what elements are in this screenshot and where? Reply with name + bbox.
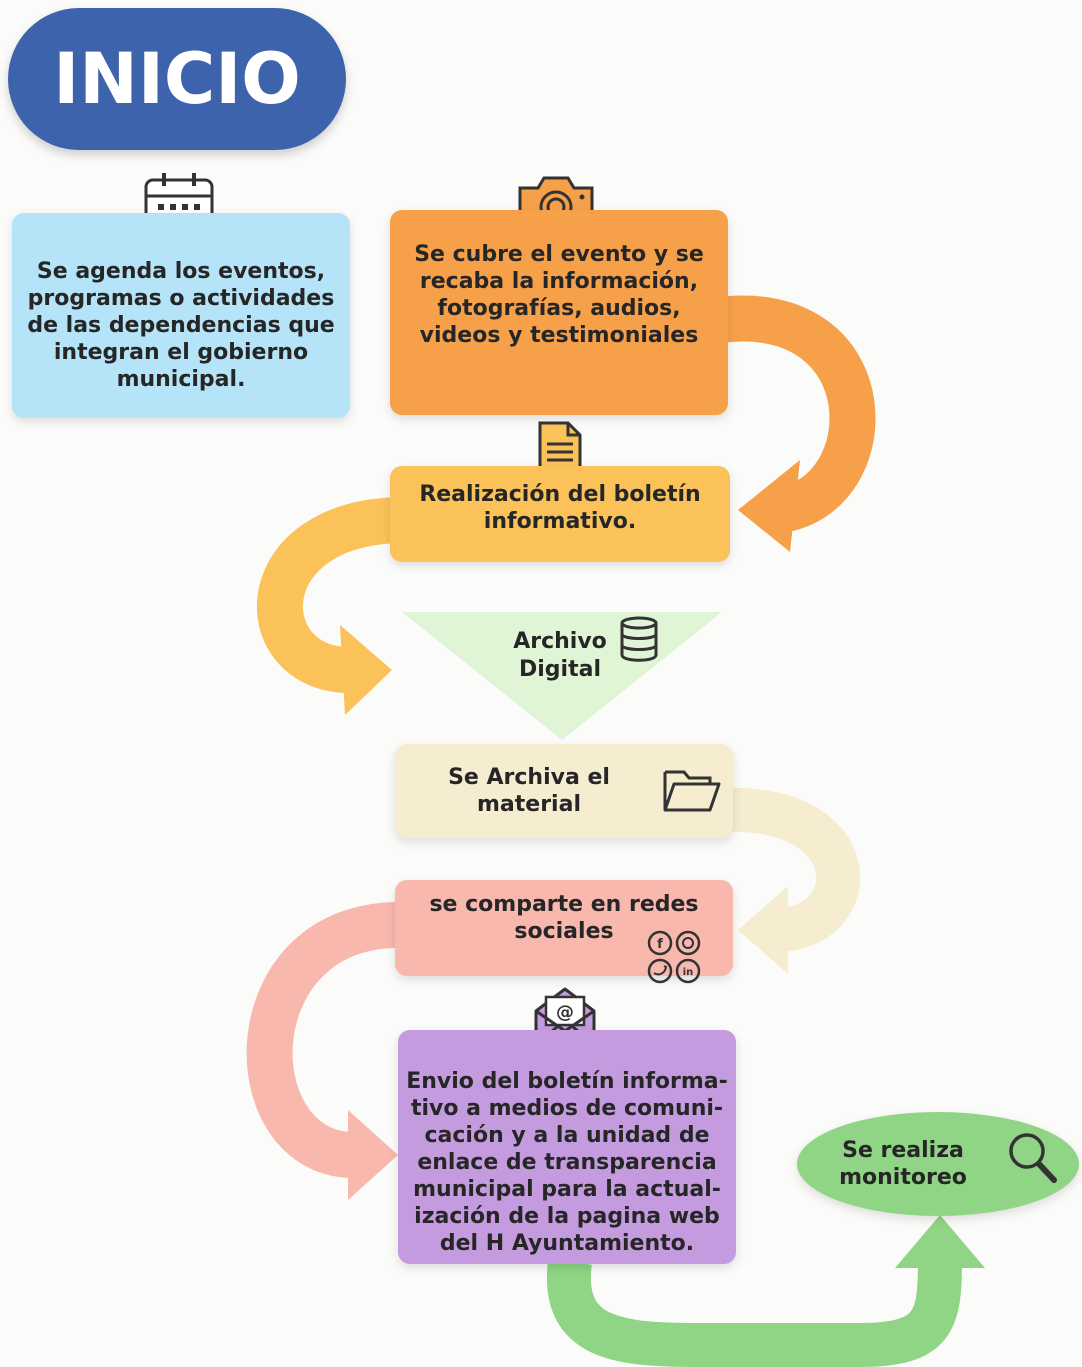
arrow-beige-head	[738, 886, 788, 974]
step-cubre-text: Se cubre el evento y se recaba la inform…	[414, 242, 704, 348]
step-archivo-digital-text: Archivo Digital	[513, 629, 607, 682]
step-cubre: Se cubre el evento y se recaba la inform…	[390, 210, 728, 415]
arrow-beige	[724, 787, 861, 952]
step-archivo-digital: Archivo Digital	[460, 628, 660, 684]
social-icons: f in	[647, 930, 701, 984]
arrow-pink	[246, 901, 406, 1178]
step-boletin-text: Realización del boletín informativo.	[419, 482, 701, 534]
folder-icon	[663, 770, 721, 812]
database-icon	[620, 616, 658, 662]
arrow-orange-head	[738, 460, 800, 552]
step-agenda-text: Se agenda los eventos, programas o activ…	[27, 259, 335, 392]
arrow-yellow	[256, 497, 406, 693]
arrow-orange	[717, 295, 876, 533]
step-archiva: Se Archiva el material	[395, 744, 733, 838]
step-monitoreo: Se realiza monitoreo	[797, 1112, 1079, 1216]
facebook-icon: f	[647, 930, 673, 956]
step-agenda: Se agenda los eventos, programas o activ…	[12, 213, 350, 418]
step-envio-text: Envio del boletín informa- tivo a medios…	[406, 1068, 728, 1256]
search-icon	[1009, 1133, 1057, 1183]
start-title: INICIO	[8, 8, 346, 150]
step-archiva-text: Se Archiva el material	[448, 765, 610, 817]
arrow-pink-head	[348, 1110, 398, 1200]
arrow-yellow-head	[340, 625, 392, 715]
instagram-icon	[675, 930, 701, 956]
step-envio: Envio del boletín informa- tivo a medios…	[398, 1030, 736, 1264]
document-icon	[538, 421, 582, 479]
step-boletin: Realización del boletín informativo.	[390, 466, 730, 562]
step-monitoreo-text: Se realiza monitoreo	[839, 1138, 967, 1190]
archivo-digital-shape	[402, 612, 722, 740]
linkedin-icon: in	[675, 958, 701, 984]
arrow-green	[546, 1259, 962, 1367]
svg-text:@: @	[556, 1002, 574, 1023]
svg-text:in: in	[683, 967, 694, 978]
svg-text:f: f	[657, 937, 663, 952]
arrow-green-head	[895, 1215, 985, 1268]
step-redes: se comparte en redes sociales	[395, 880, 733, 976]
step-redes-text: se comparte en redes sociales	[429, 892, 699, 944]
twitter-icon	[647, 958, 673, 984]
